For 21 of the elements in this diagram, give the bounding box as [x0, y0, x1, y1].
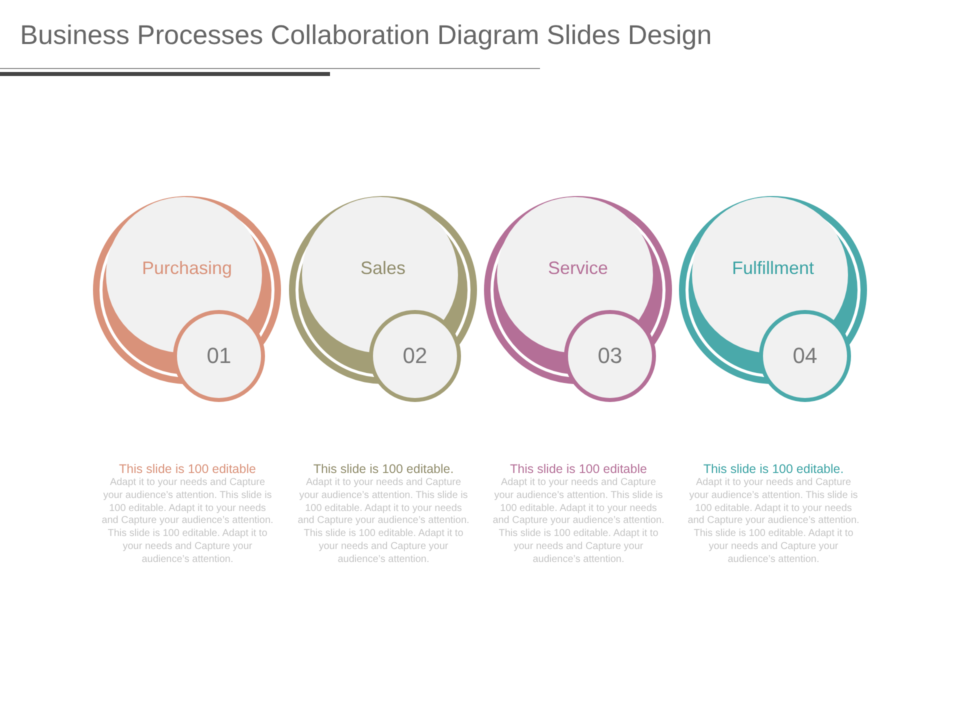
step-number: 02 [402, 343, 428, 369]
slide-title: Business Processes Collaboration Diagram Slides Design [20, 20, 712, 51]
caption-heading: This slide is 100 editable. [702, 462, 845, 477]
node-title: Service [548, 258, 608, 279]
step-number: 04 [792, 343, 818, 369]
caption-text: Adapt it to your needs and Capture your audience’s attention. This slide is 100 editable. Adapt it to your needs and Capture your audience’s attention. [686, 477, 860, 528]
caption-text: This slide is 100 editable. Adapt it to your needs and Capture your audience’s attention. [302, 528, 464, 567]
caption-text: Adapt it to your needs and Capture your audience’s attention. This slide is 100 editable. Adapt it to your needs and Capture your audience’s attention. [100, 477, 274, 528]
caption-heading: This slide is 100 editable [509, 462, 648, 477]
step-number: 01 [206, 343, 232, 369]
step-number: 03 [598, 343, 622, 369]
caption-heading: This slide is 100 editable. [312, 462, 455, 477]
caption-text: This slide is 100 editable. Adapt it to your needs and Capture your audience’s attention. [498, 528, 660, 567]
caption-text: This slide is 100 editable. Adapt it to your needs and Capture your audience’s attention. [692, 528, 854, 567]
caption-heading: This slide is 100 editable [118, 462, 257, 477]
caption-text: This slide is 100 editable. Adapt it to your needs and Capture your audience’s attention. [106, 528, 268, 567]
node-title: Sales [360, 258, 406, 279]
node-title: Purchasing [142, 258, 232, 279]
node-title: Fulfillment [732, 258, 814, 279]
caption-text: Adapt it to your needs and Capture your audience’s attention. This slide is 100 editable. Adapt it to your needs and Capture your audience’s attention. [296, 477, 470, 528]
caption-text: Adapt it to your needs and Capture your audience’s attention. This slide is 100 editable. Adapt it to your needs and Capture your audience’s attention. [492, 477, 666, 528]
